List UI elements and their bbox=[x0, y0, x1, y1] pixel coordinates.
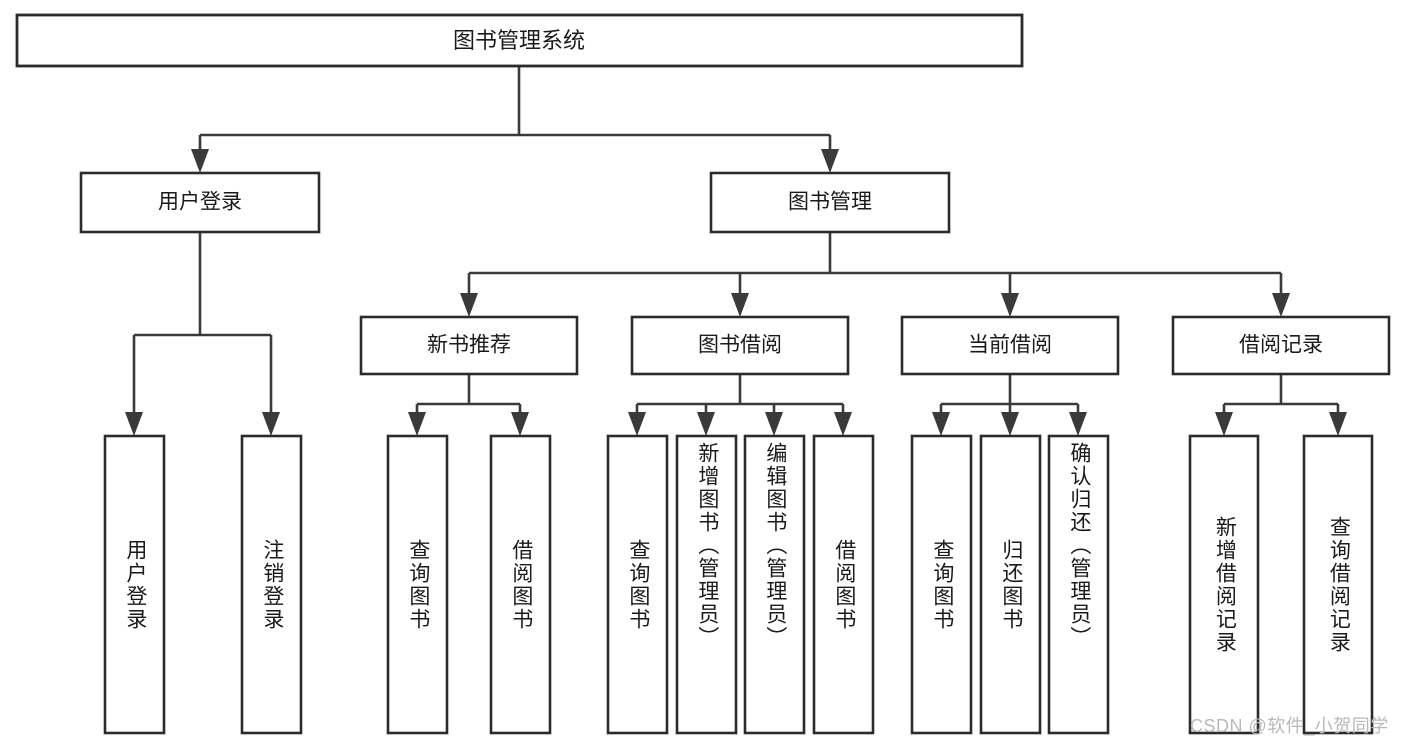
book-manage-box[interactable] bbox=[709, 171, 951, 234]
arrow-leaf-user-login bbox=[125, 412, 143, 436]
connector-layer bbox=[125, 66, 1347, 436]
leaf-user-logout-box[interactable] bbox=[240, 434, 303, 735]
node-new-book-recommend[interactable]: 新书推荐 bbox=[359, 315, 579, 376]
arrow-leaf-borrow-book-2 bbox=[834, 412, 852, 436]
arrow-leaf-query-book-2 bbox=[628, 412, 646, 436]
leaf-box-layer bbox=[103, 434, 1374, 735]
leaf-borrow-book-2-box[interactable] bbox=[812, 434, 875, 735]
node-root[interactable]: 图书管理系统 bbox=[15, 13, 1024, 68]
arrow-leaf-borrow-book-1 bbox=[511, 412, 529, 436]
arrow-leaf-add-book bbox=[697, 412, 715, 436]
book-borrow-box[interactable] bbox=[630, 315, 850, 376]
arrow-leaf-edit-book bbox=[765, 412, 783, 436]
arrow-borrow-record bbox=[1272, 293, 1290, 317]
borrow-record-label: 借阅记录 bbox=[1239, 334, 1323, 357]
current-borrow-box[interactable] bbox=[900, 315, 1120, 376]
leaf-query-book-2-box[interactable] bbox=[606, 434, 669, 735]
root-box[interactable] bbox=[15, 13, 1024, 68]
arrow-leaf-confirm-return bbox=[1069, 412, 1087, 436]
root-label: 图书管理系统 bbox=[453, 28, 585, 53]
user-login-box[interactable] bbox=[79, 171, 321, 234]
leaf-add-book-box[interactable] bbox=[675, 434, 738, 735]
arrow-leaf-add-record bbox=[1215, 412, 1233, 436]
arrow-leaf-query-record bbox=[1329, 412, 1347, 436]
arrow-leaf-query-book-3 bbox=[932, 412, 950, 436]
arrow-leaf-query-book-1 bbox=[408, 412, 426, 436]
leaf-return-book-box[interactable] bbox=[979, 434, 1042, 735]
arrow-new-book-recommend bbox=[460, 293, 478, 317]
arrow-user-login bbox=[191, 149, 209, 173]
book-manage-label: 图书管理 bbox=[788, 191, 872, 214]
leaf-confirm-return-box[interactable] bbox=[1047, 434, 1110, 735]
leaf-query-book-3-box[interactable] bbox=[910, 434, 973, 735]
leaf-add-record-box[interactable] bbox=[1188, 434, 1260, 735]
new-book-recommend-label: 新书推荐 bbox=[427, 334, 511, 357]
current-borrow-label: 当前借阅 bbox=[968, 334, 1052, 357]
node-user-login[interactable]: 用户登录 bbox=[79, 171, 321, 234]
arrow-leaf-user-logout bbox=[262, 412, 280, 436]
leaf-user-login-box[interactable] bbox=[103, 434, 166, 735]
arrow-book-borrow bbox=[731, 293, 749, 317]
node-borrow-record[interactable]: 借阅记录 bbox=[1171, 315, 1391, 376]
arrow-leaf-return-book bbox=[1001, 412, 1019, 436]
leaf-edit-book-box[interactable] bbox=[743, 434, 806, 735]
new-book-recommend-box[interactable] bbox=[359, 315, 579, 376]
arrow-book-manage bbox=[821, 149, 839, 173]
leaf-query-record-box[interactable] bbox=[1302, 434, 1374, 735]
borrow-record-box[interactable] bbox=[1171, 315, 1391, 376]
leaf-query-book-1-box[interactable] bbox=[386, 434, 449, 735]
leaf-borrow-book-1-box[interactable] bbox=[489, 434, 552, 735]
arrow-current-borrow bbox=[1001, 293, 1019, 317]
node-current-borrow[interactable]: 当前借阅 bbox=[900, 315, 1120, 376]
node-book-borrow[interactable]: 图书借阅 bbox=[630, 315, 850, 376]
book-borrow-label: 图书借阅 bbox=[698, 334, 782, 357]
node-book-manage[interactable]: 图书管理 bbox=[709, 171, 951, 234]
user-login-label: 用户登录 bbox=[158, 191, 242, 214]
